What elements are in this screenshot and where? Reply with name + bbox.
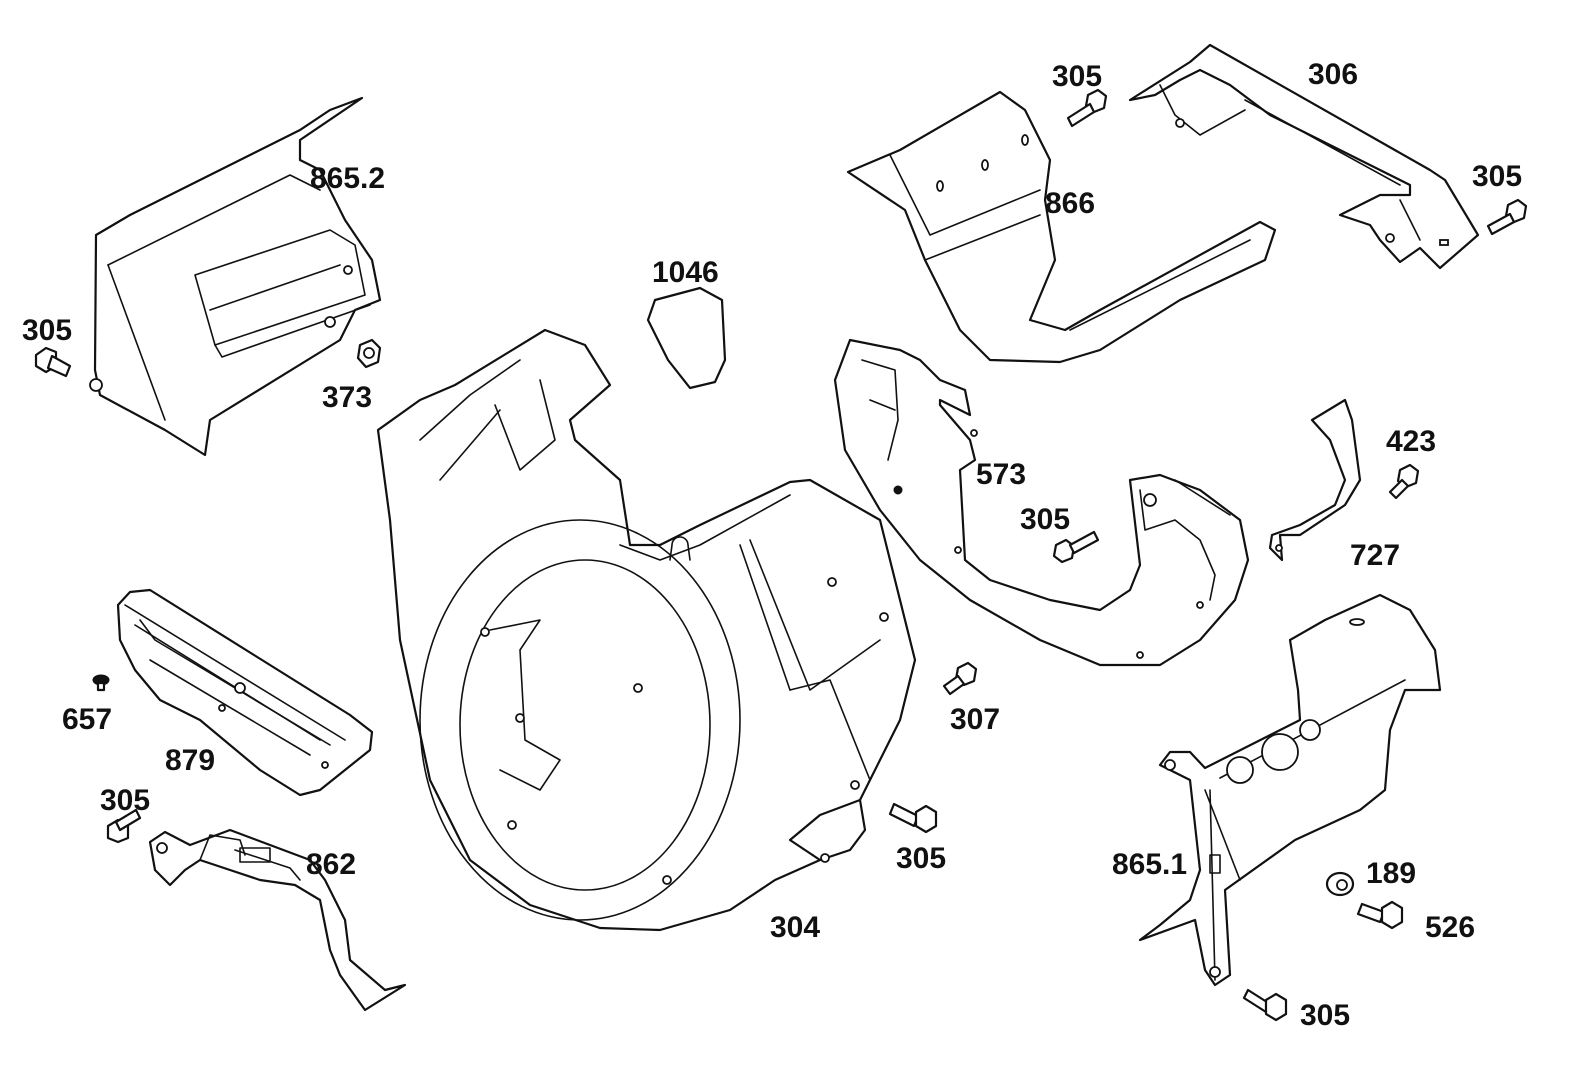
- part-373-nut: [356, 338, 382, 369]
- part-305-bolt-bottom: [1242, 988, 1288, 1022]
- label-879: 879: [165, 744, 215, 777]
- label-1046: 1046: [652, 256, 719, 289]
- part-307-bolt: [942, 661, 978, 696]
- part-573-guard: [833, 338, 1250, 667]
- part-189-washer: [1325, 871, 1355, 897]
- label-373: 373: [322, 381, 372, 414]
- label-305-lower-left: 305: [100, 784, 150, 817]
- label-306: 306: [1308, 58, 1358, 91]
- part-305-bolt-top: [1066, 88, 1108, 128]
- label-423: 423: [1386, 425, 1436, 458]
- part-305-bolt-lower-left: [106, 808, 142, 844]
- label-573: 573: [976, 458, 1026, 491]
- label-862: 862: [306, 848, 356, 881]
- label-727: 727: [1350, 539, 1400, 572]
- part-305-bolt-mid: [1052, 530, 1100, 564]
- label-305-top: 305: [1052, 60, 1102, 93]
- label-307: 307: [950, 703, 1000, 736]
- label-865-2: 865.2: [310, 162, 385, 195]
- label-866: 866: [1045, 187, 1095, 220]
- part-305-bolt-center: [888, 802, 938, 834]
- part-727-strap: [1268, 398, 1362, 562]
- part-423-bolt: [1388, 463, 1420, 500]
- label-305-mid: 305: [1020, 503, 1070, 536]
- label-189: 189: [1366, 857, 1416, 890]
- label-305-center: 305: [896, 842, 946, 875]
- part-862-bracket: [148, 828, 407, 1012]
- part-865-2-shroud: [89, 96, 382, 457]
- part-866-baffle: [846, 90, 1277, 364]
- part-526-bolt: [1356, 900, 1404, 930]
- part-305-bolt-left: [34, 346, 72, 378]
- part-305-bolt-top-right: [1486, 198, 1528, 236]
- part-865-1-shroud: [1138, 593, 1442, 987]
- label-526: 526: [1425, 911, 1475, 944]
- label-305-top-right: 305: [1472, 160, 1522, 193]
- label-865-1: 865.1: [1112, 848, 1187, 881]
- part-879-grille: [116, 588, 374, 797]
- label-305-bottom: 305: [1300, 999, 1350, 1032]
- part-657-screw: [92, 674, 110, 692]
- label-304: 304: [770, 911, 820, 944]
- label-657: 657: [62, 703, 112, 736]
- part-1046-pad: [646, 286, 727, 390]
- part-306-bracket: [1128, 43, 1480, 270]
- label-305-left: 305: [22, 314, 72, 347]
- part-304-blower-housing: [376, 328, 917, 932]
